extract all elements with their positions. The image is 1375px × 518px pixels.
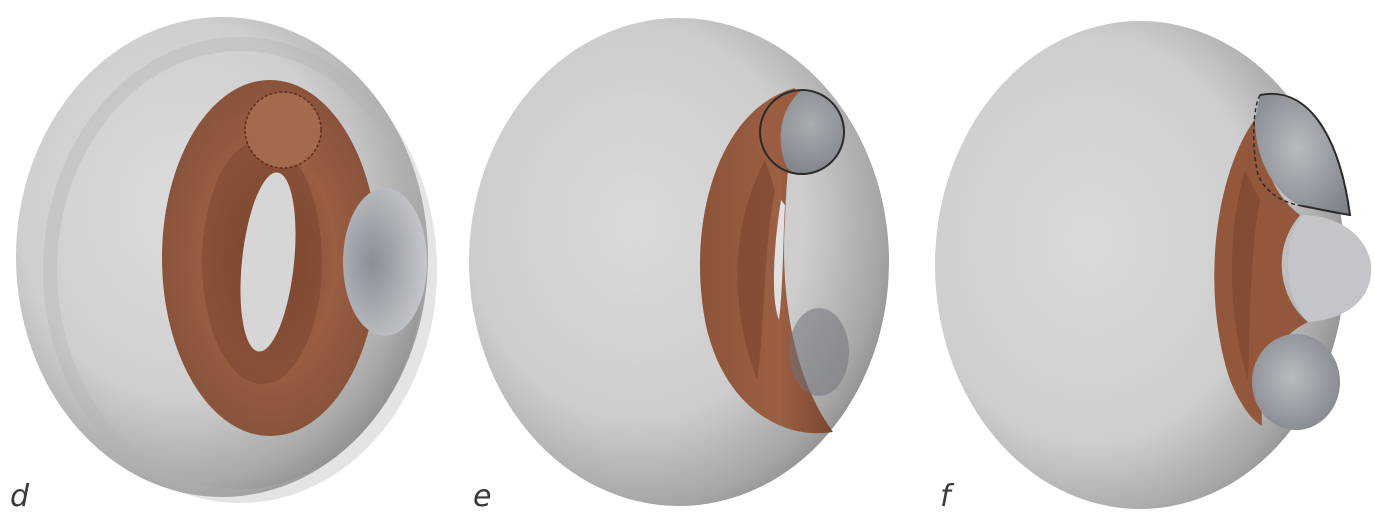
panel-d-illustration [0, 0, 455, 518]
panel-label-f: f [940, 482, 951, 512]
panel-label-d: d [10, 482, 29, 512]
dashed-circle-marker [245, 92, 321, 168]
side-bulge [1288, 215, 1371, 322]
panel-label-e: e [473, 482, 491, 512]
lower-lobe [1252, 334, 1340, 430]
side-dent [343, 188, 427, 336]
panel-e-illustration [465, 0, 920, 518]
panel-d: d [0, 0, 455, 518]
panel-f-illustration [930, 0, 1375, 518]
panel-f: f [930, 0, 1375, 518]
lower-dent [789, 308, 849, 396]
panel-e: e [465, 0, 920, 518]
